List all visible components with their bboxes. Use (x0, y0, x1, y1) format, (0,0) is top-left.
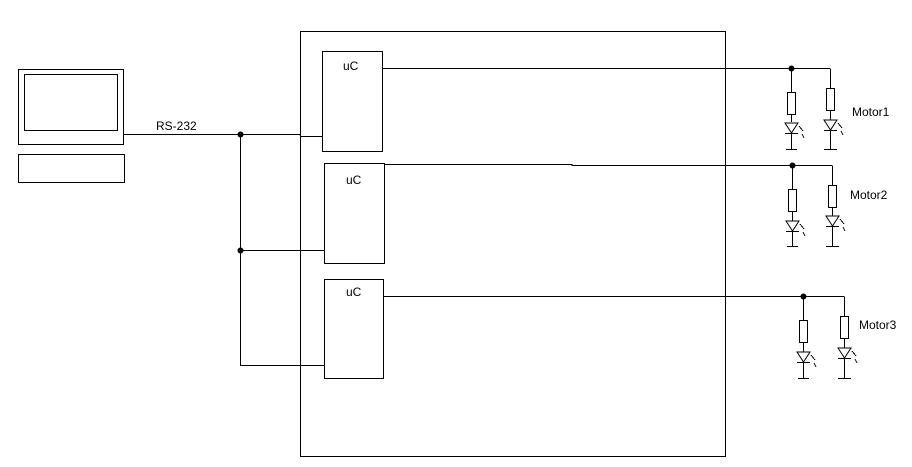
led-icon (823, 119, 838, 131)
motor-label-1: Motor1 (852, 105, 890, 119)
resistor-led-2a (785, 189, 806, 247)
led-icon (837, 347, 852, 359)
junction-dot (789, 162, 796, 169)
resistor-led-3a (796, 320, 817, 379)
resistor-led-2b (825, 185, 846, 247)
junction-dot (237, 131, 244, 138)
rs232-label: RS-232 (156, 119, 197, 133)
junction-dot (788, 65, 795, 72)
motor-label-3: Motor3 (859, 318, 897, 332)
controller-enclosure (300, 31, 726, 457)
resistor-icon (826, 88, 835, 111)
led-icon (785, 220, 800, 232)
resistor-icon (799, 320, 808, 343)
led-icon (784, 122, 799, 134)
output-line-2 (384, 164, 833, 166)
led-icon (825, 215, 840, 227)
uc-box-2 (324, 163, 385, 264)
computer-icon (18, 69, 125, 183)
uc-label-3: uC (346, 285, 362, 299)
motor-label-2: Motor2 (850, 188, 888, 202)
resistor-icon (840, 316, 849, 339)
resistor-led-1b (823, 88, 844, 150)
junction-dot (237, 247, 244, 254)
monitor-outline (18, 69, 124, 145)
uc-box-3 (324, 279, 384, 379)
resistor-led-1a (784, 92, 805, 150)
led-icon (796, 351, 811, 363)
uc-box-1 (322, 51, 383, 152)
keyboard (18, 154, 125, 183)
resistor-icon (828, 185, 837, 208)
junction-dot (800, 293, 807, 300)
uc-label-1: uC (343, 59, 359, 73)
uc-label-2: uC (346, 173, 362, 187)
monitor-screen (24, 74, 118, 131)
resistor-icon (788, 189, 797, 212)
resistor-icon (787, 92, 796, 115)
bus-to-uc-1 (299, 134, 322, 137)
resistor-led-3b (837, 316, 858, 379)
